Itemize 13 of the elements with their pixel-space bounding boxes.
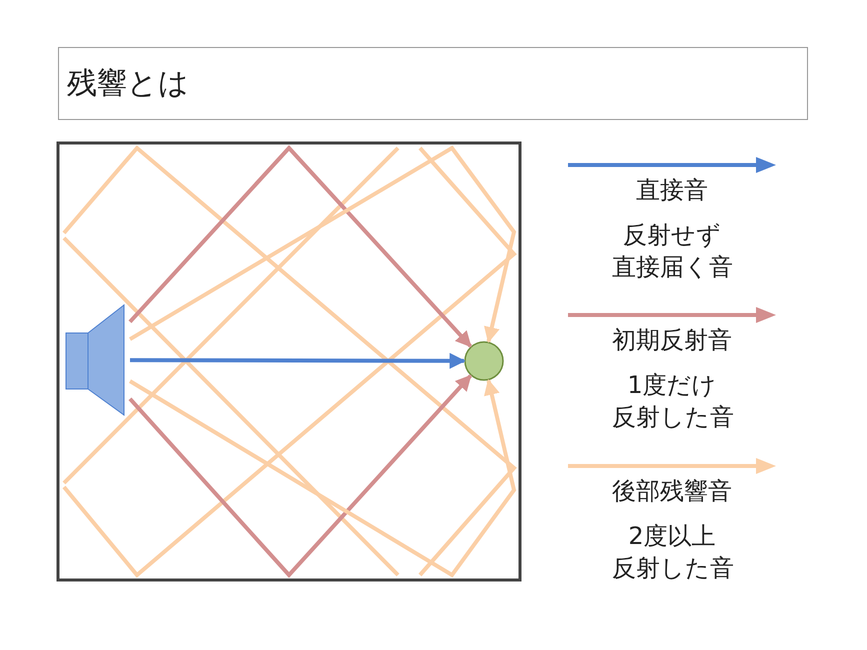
legend-label: 初期反射音 [612,325,732,355]
arrow [130,352,466,369]
description-text: 直接届く音 [612,252,732,282]
description-text: 反射した音 [612,402,732,432]
listener-circle [464,341,504,381]
description-text: 2度以上 [627,521,717,551]
title-box: 残響とは [58,47,808,120]
description-text: 1度だけ [626,370,718,400]
legend-label: 直接音 [635,175,709,205]
description-text: 反射せず [622,220,722,250]
description-text: 反射した音 [612,553,732,583]
legend-label: 後部残響音 [612,476,732,506]
speaker-icon [66,304,124,416]
